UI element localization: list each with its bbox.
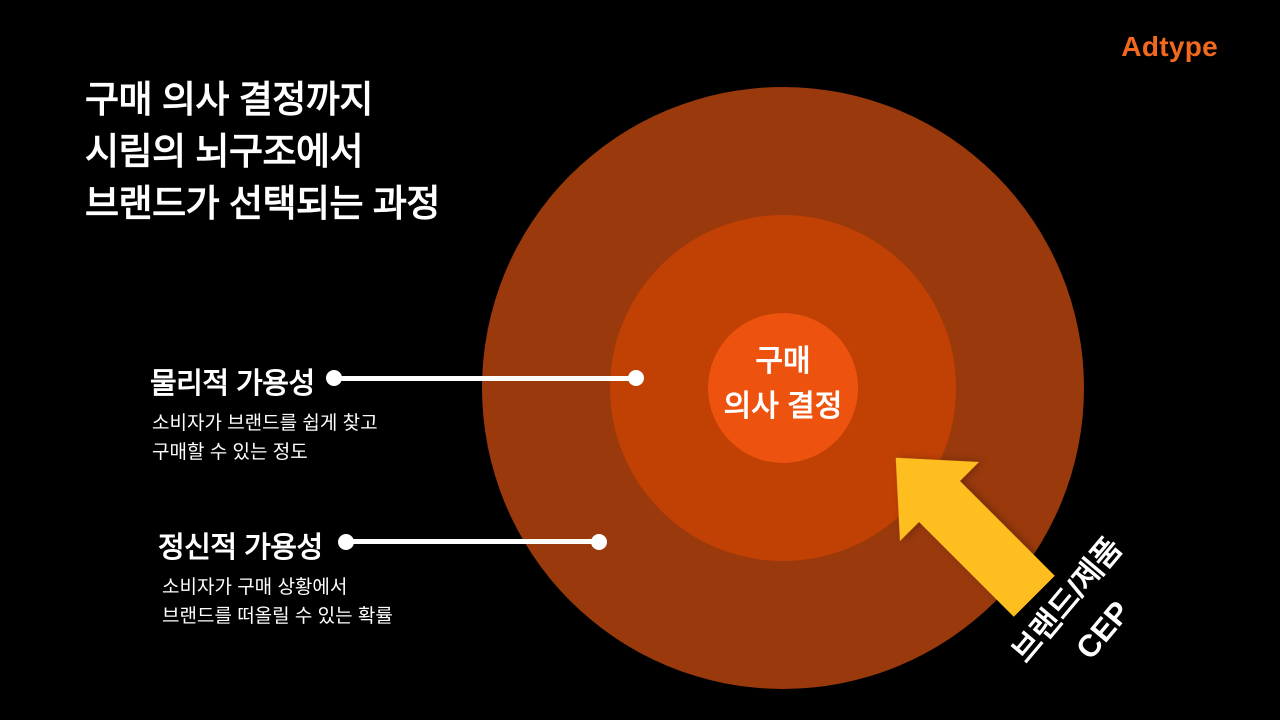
adtype-logo: Adtype [1121,31,1218,62]
connector-physical-dot-right [628,370,644,386]
connector-mental-dot-right [591,534,607,550]
mental-availability-desc-line-2: 브랜드를 떠올릴 수 있는 확률 [162,606,393,627]
connector-mental-dot-left [338,534,354,550]
physical-availability-desc: 소비자가 브랜드를 쉽게 찾고 구매할 수 있는 정도 [152,409,378,467]
connector-physical-line [334,376,636,381]
mental-availability-desc-line-1: 소비자가 구매 상황에서 [162,577,348,598]
inner-ring [708,313,858,463]
connector-physical-dot-left [326,370,342,386]
physical-availability-label: 물리적 가용성 [150,368,315,400]
purchase-decision-line-1: 구매 [755,345,811,378]
brand-cep-arrow-icon [856,418,1074,636]
mental-availability-desc: 소비자가 구매 상황에서 브랜드를 떠올릴 수 있는 확률 [162,573,393,631]
mental-availability-label: 정신적 가용성 [158,532,323,564]
title-line-2: 시림의 뇌구조에서 [85,131,364,172]
purchase-decision-line-2: 의사 결정 [723,390,843,423]
slide-title: 구매 의사 결정까지 시림의 뇌구조에서 브랜드가 선택되는 과정 [85,74,440,230]
connector-mental-line [346,539,599,544]
physical-availability-desc-line-1: 소비자가 브랜드를 쉽게 찾고 [152,413,378,434]
title-line-1: 구매 의사 결정까지 [85,79,373,120]
physical-availability-desc-line-2: 구매할 수 있는 정도 [152,442,308,463]
title-line-3: 브랜드가 선택되는 과정 [85,183,440,224]
purchase-decision-label: 구매 의사 결정 [724,339,843,429]
